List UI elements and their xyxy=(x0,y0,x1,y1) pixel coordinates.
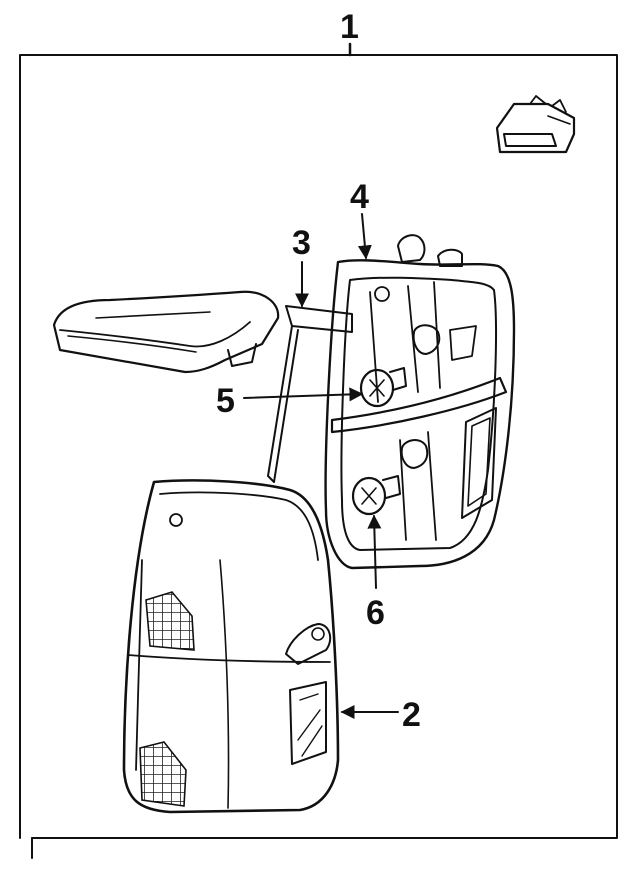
callout-4: 4 xyxy=(350,178,369,216)
gasket-strip xyxy=(267,305,353,483)
side-marker-lamp xyxy=(52,290,280,374)
callout-3: 3 xyxy=(292,224,311,262)
diagram-frame xyxy=(19,42,618,859)
callout-1: 1 xyxy=(340,8,359,46)
callout-6: 6 xyxy=(366,594,385,632)
lower-bulb xyxy=(351,475,401,516)
connector-clip xyxy=(495,95,576,154)
lamp-housing xyxy=(324,234,516,570)
lamp-lens xyxy=(122,479,340,814)
upper-bulb xyxy=(359,367,407,408)
callout-2: 2 xyxy=(402,696,421,734)
callout-5: 5 xyxy=(216,382,235,420)
leader-lines xyxy=(243,43,399,719)
